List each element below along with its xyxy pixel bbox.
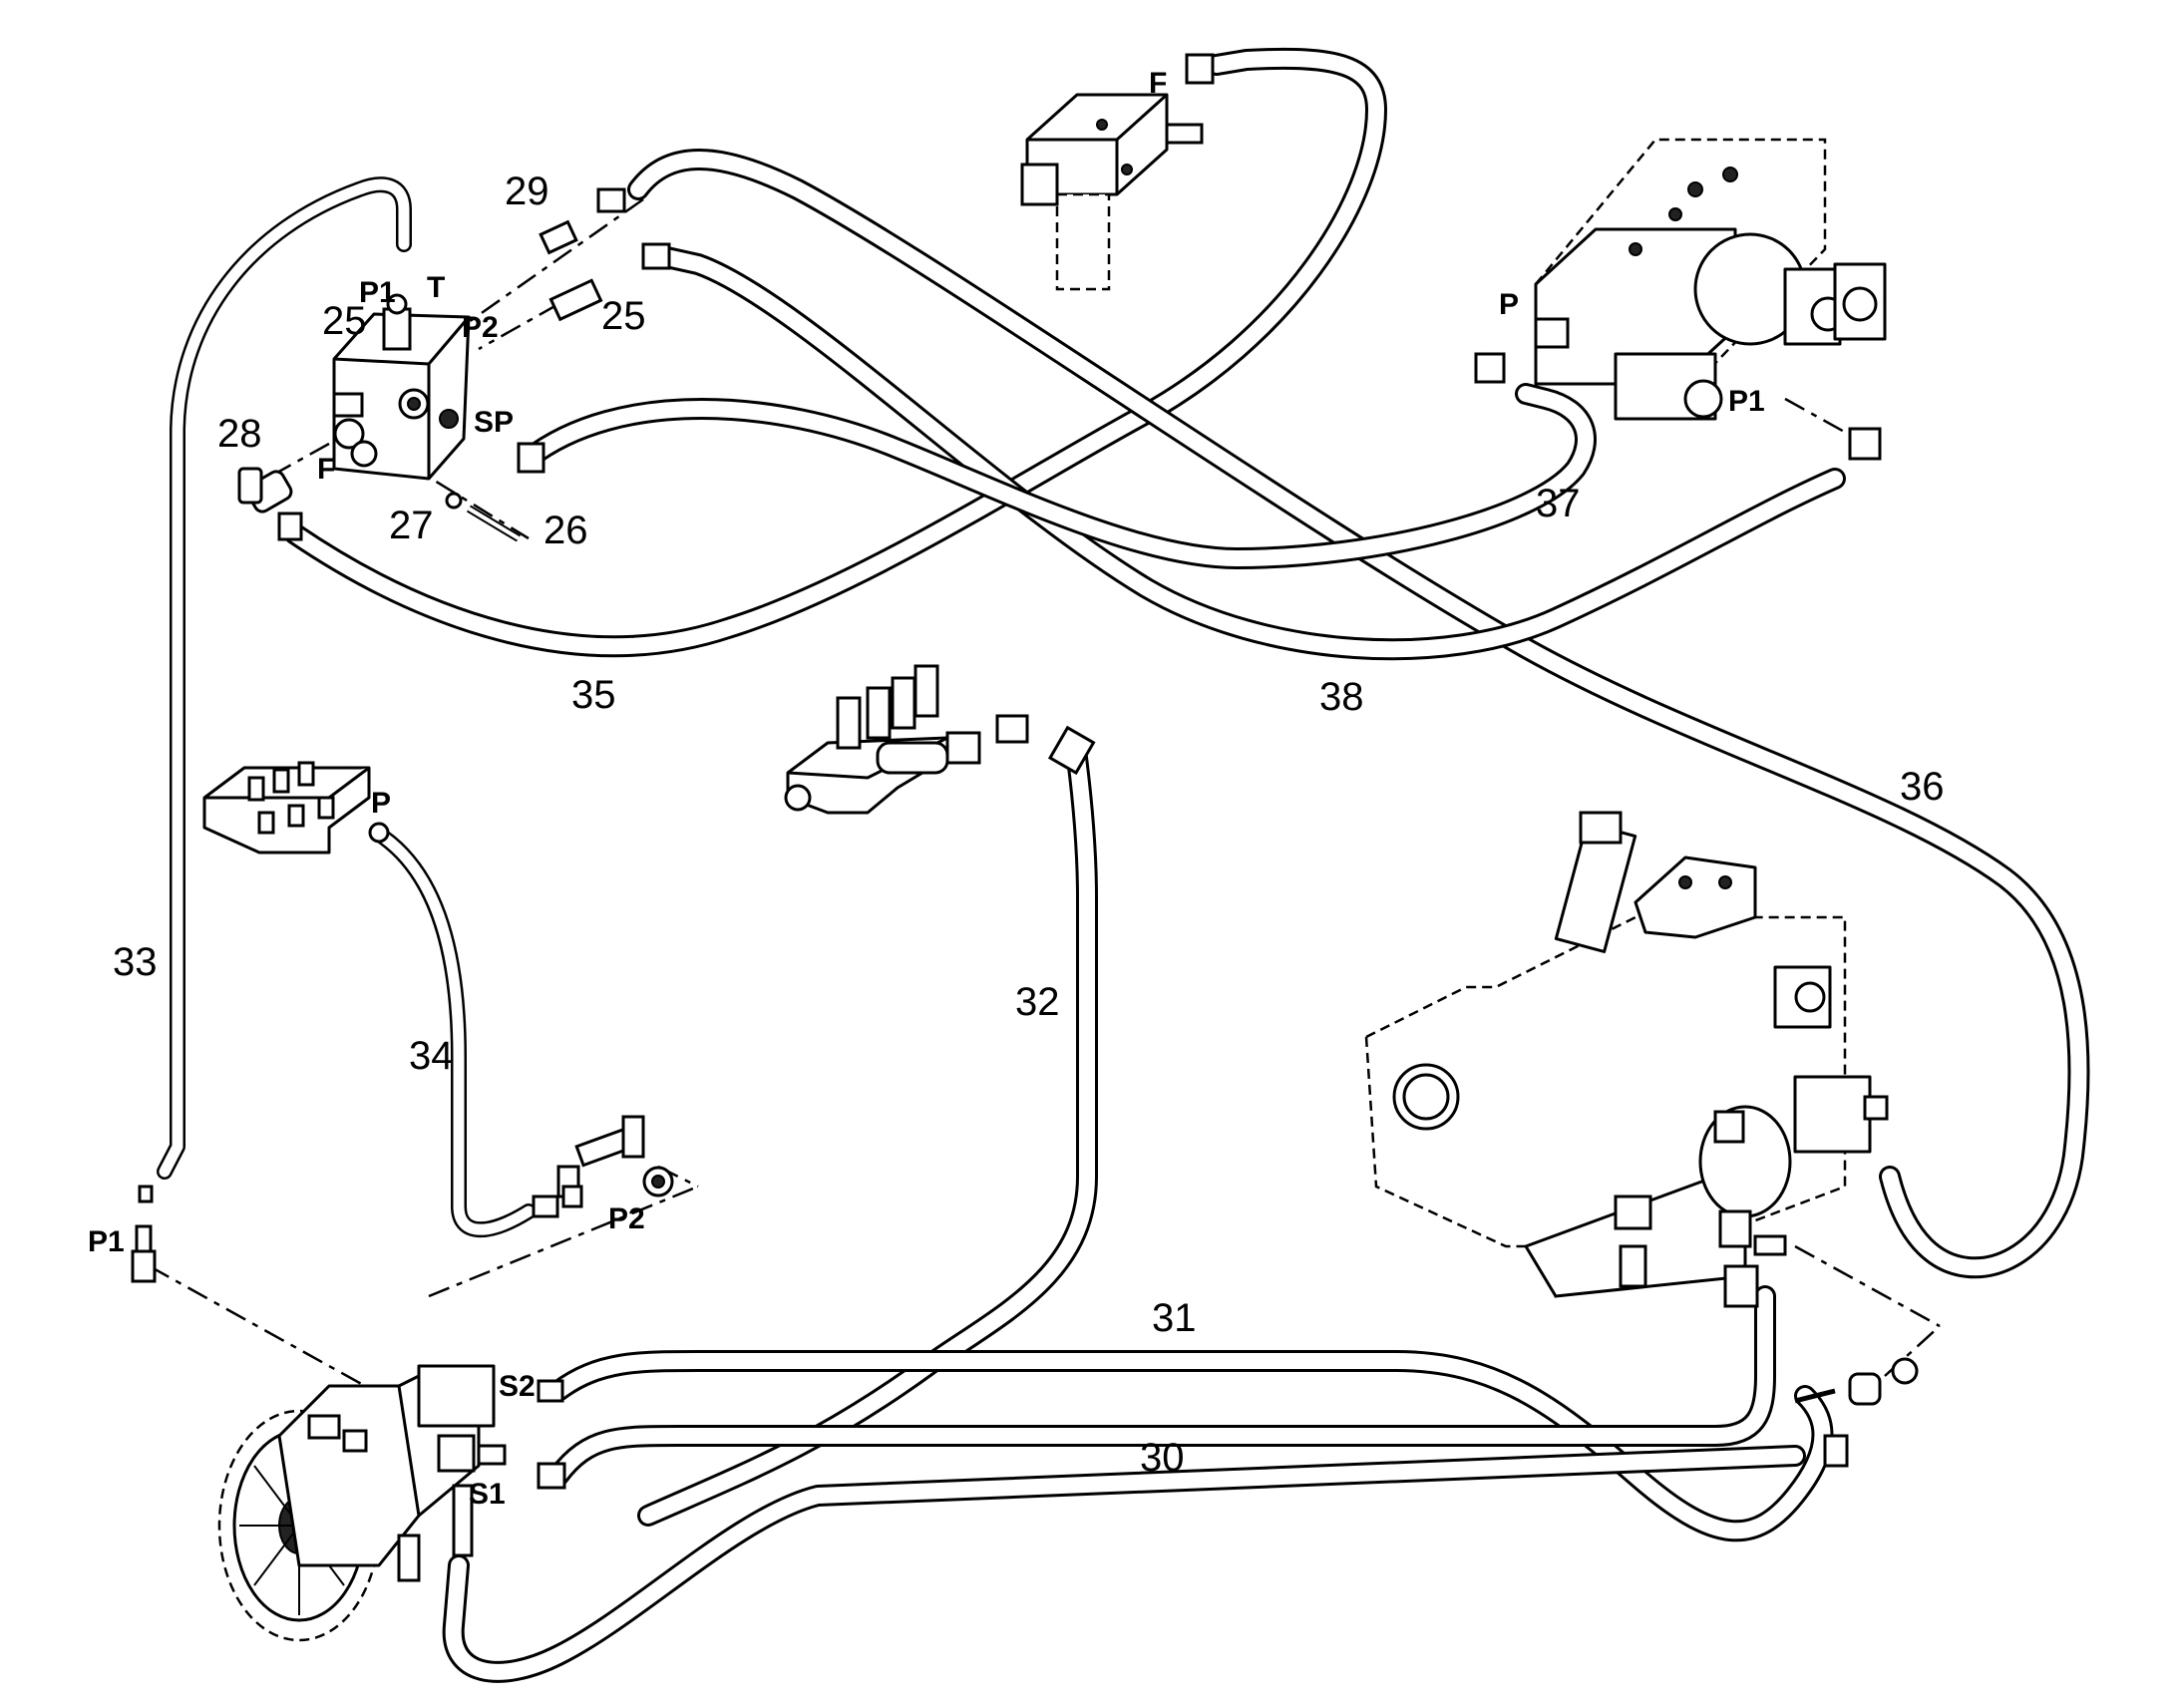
port-label-pump-s2: S2: [499, 1370, 536, 1403]
part-label-37: 37: [1536, 482, 1581, 525]
port-labels: P1 T P2 SP F F P P1 P P2 P1 S2 S1: [88, 67, 1765, 1511]
right-control-valve: [1474, 138, 1887, 461]
port-label-right-valve-p: P: [1499, 288, 1519, 321]
port-label-pump-p2: P2: [608, 1202, 645, 1235]
part-label-25a: 25: [322, 299, 367, 343]
left-manifold: [202, 761, 390, 854]
port-label-valve-t: T: [427, 271, 445, 304]
p1-fitting: [131, 1185, 157, 1283]
port-label-valve-sp: SP: [474, 406, 514, 439]
part-label-34: 34: [409, 1034, 454, 1078]
part-label-25b: 25: [601, 294, 646, 338]
port-label-filter-f: F: [1149, 67, 1167, 100]
pump-assembly: [217, 1364, 566, 1642]
part-label-36: 36: [1900, 765, 1945, 809]
port-label-pump-s1: S1: [469, 1478, 506, 1511]
port-label-valve-f: F: [317, 453, 335, 486]
fittings-top-valve: [237, 187, 671, 542]
top-filter: [1020, 53, 1215, 291]
part-label-38: 38: [1319, 675, 1364, 719]
part-label-28: 28: [217, 412, 262, 456]
hydraulic-tank: [1364, 811, 1889, 1308]
priority-valve-block: [332, 293, 471, 481]
part-label-33: 33: [113, 940, 158, 984]
p2-fitting-cluster: [532, 1115, 674, 1218]
hoses: [157, 47, 2090, 1683]
part-label-27: 27: [389, 504, 434, 547]
tank-hardware: [1794, 1357, 1919, 1468]
port-label-valve-p2: P2: [462, 311, 499, 344]
port-label-left-manifold-p: P: [371, 787, 391, 820]
port-label-right-valve-p1: P1: [1728, 385, 1765, 418]
part-label-32: 32: [1015, 980, 1060, 1024]
port-label-pump-p1: P1: [88, 1225, 125, 1258]
part-label-29: 29: [505, 170, 549, 213]
middle-manifold: [784, 664, 1096, 815]
part-label-30: 30: [1140, 1436, 1185, 1480]
part-label-26: 26: [544, 509, 588, 552]
part-label-35: 35: [571, 673, 616, 717]
part-label-31: 31: [1152, 1296, 1197, 1340]
port-label-valve-p1: P1: [359, 276, 396, 309]
part-number-labels: 25 25 26 27 28 29 30 31 32 33 34 35 36 3…: [113, 170, 1945, 1480]
